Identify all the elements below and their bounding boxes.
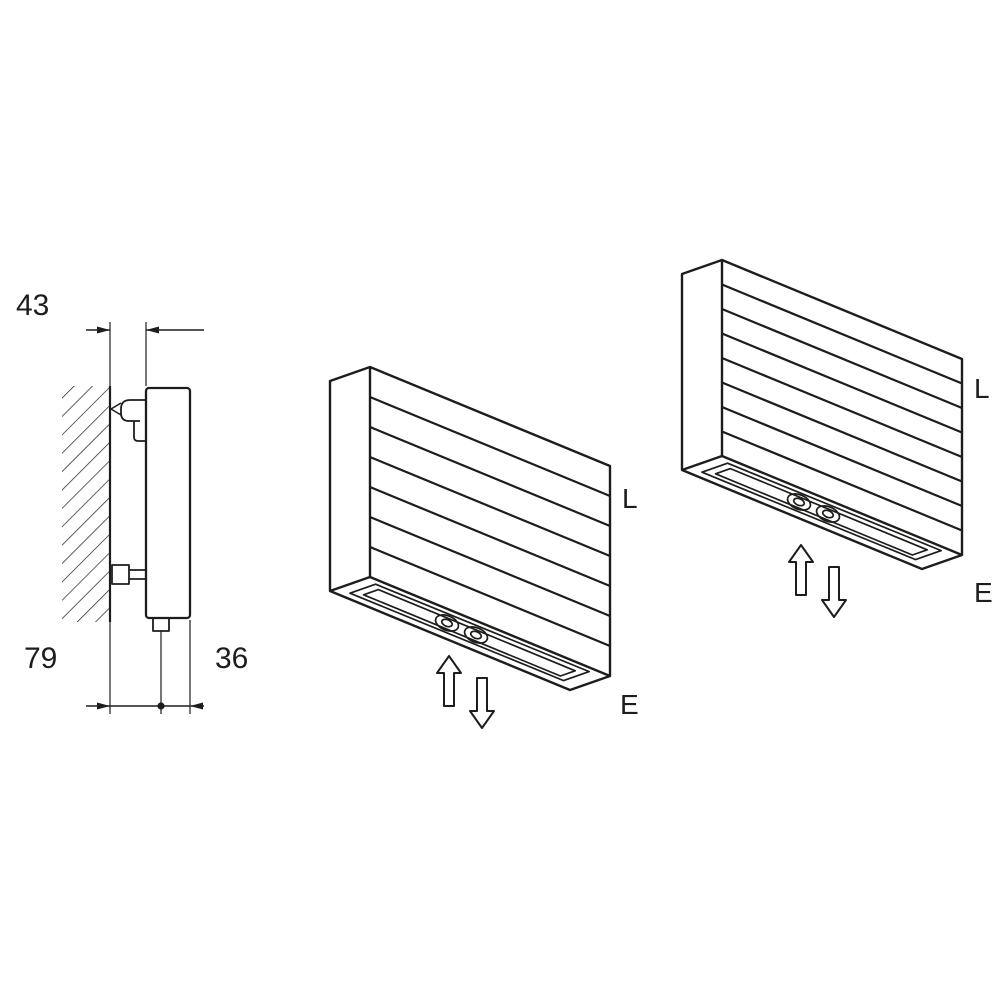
dim-label-depth: 43 — [16, 289, 49, 322]
arrow-up-icon — [436, 655, 462, 707]
dim-label-axis-to-front: 36 — [215, 642, 248, 675]
slat-line — [369, 545, 611, 648]
slat-line — [369, 455, 611, 558]
dim-label-wall-to-axis: 79 — [24, 642, 57, 675]
fitting-inner — [469, 630, 483, 640]
front-slats — [721, 283, 963, 532]
dimension-arrow — [97, 702, 110, 710]
slat-line — [369, 395, 611, 498]
bottom-connection-tray — [701, 462, 943, 561]
bottom-left-edge — [681, 454, 723, 472]
arrow-down-icon — [469, 677, 495, 729]
bottom-connection-tray — [349, 583, 591, 682]
bottom-left-edge — [329, 575, 371, 593]
slat-line — [369, 515, 611, 618]
port-label-l: L — [974, 373, 990, 404]
tray-inner — [714, 467, 929, 556]
fitting — [786, 493, 812, 511]
connection-fittings — [434, 614, 489, 644]
fitting-inner — [440, 618, 454, 628]
dimension-arrow — [146, 326, 159, 334]
slat-line — [721, 283, 963, 385]
front-bottom-edge — [721, 454, 963, 557]
mounting-bracket-top — [110, 399, 146, 442]
front-slats — [369, 395, 611, 648]
wall-hatching — [62, 386, 110, 622]
tray-outer — [701, 462, 943, 561]
fitting-inner — [821, 509, 835, 519]
slat-line — [369, 425, 611, 528]
slat-line — [721, 381, 963, 483]
fitting — [463, 626, 489, 644]
tray-inner — [362, 588, 577, 677]
port-label-l: L — [622, 483, 638, 514]
arrow-up-icon — [788, 544, 814, 596]
slat-line — [721, 405, 963, 508]
front-bottom-edge — [369, 575, 611, 678]
dimension-arrow — [97, 326, 110, 334]
fitting — [815, 505, 841, 523]
radiator-isometric-right: L E — [680, 258, 993, 618]
dimension-dot — [157, 702, 165, 710]
dimension-arrow — [190, 702, 203, 710]
side-view: 43 79 36 — [16, 289, 248, 714]
port-label-e: E — [974, 577, 993, 608]
slat-line — [721, 356, 963, 459]
connection-fittings — [786, 493, 841, 523]
mounting-bracket-bottom — [111, 564, 146, 585]
slat-line — [369, 485, 611, 588]
arrow-down-icon — [821, 566, 847, 618]
fitting-inner — [792, 497, 806, 507]
slat-line — [721, 332, 963, 434]
slat-line — [721, 430, 963, 532]
slat-line — [721, 307, 963, 410]
radiator-panel-side — [144, 386, 192, 620]
radiator-isometric-mid: L E — [328, 365, 639, 729]
port-label-e: E — [620, 689, 639, 720]
bottom-valve-fitting — [152, 617, 170, 632]
tray-outer — [349, 583, 591, 682]
fitting — [434, 614, 460, 632]
